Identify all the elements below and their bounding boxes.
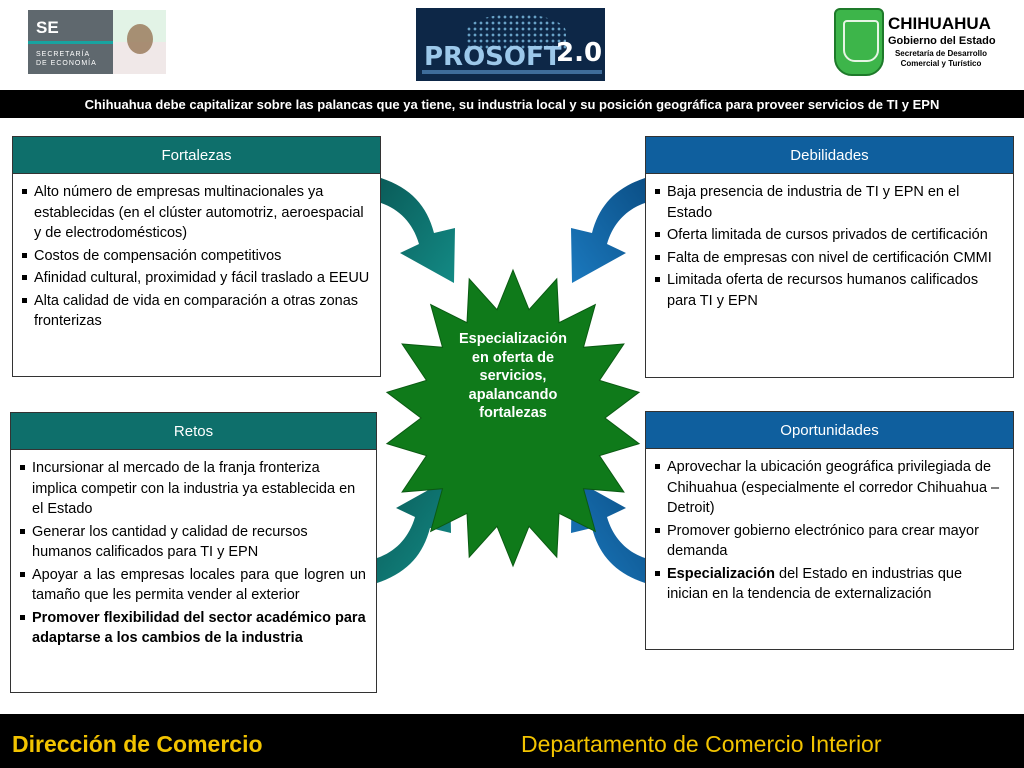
- fortalezas-list: Alto número de empresas multinacionales …: [13, 174, 380, 332]
- fortalezas-box: Fortalezas Alto número de empresas multi…: [12, 136, 381, 377]
- list-item: Promover flexibilidad del sector académi…: [19, 608, 366, 649]
- list-item: Limitada oferta de recursos humanos cali…: [654, 270, 1003, 311]
- chihuahua-shield-icon: [834, 8, 884, 76]
- debilidades-list: Baja presencia de industria de TI y EPN …: [646, 174, 1013, 311]
- list-item: Falta de empresas con nivel de certifica…: [654, 248, 1003, 269]
- chihuahua-logo-subtitle: Gobierno del Estado: [888, 35, 996, 47]
- oportunidades-box: Oportunidades Aprovechar la ubicación ge…: [645, 411, 1014, 650]
- globe-dots-icon: [466, 14, 566, 50]
- prosoft-logo-version: 2.0: [556, 38, 603, 68]
- list-item: Generar los cantidad y calidad de recurs…: [19, 522, 366, 563]
- se-logo-title: SE: [36, 18, 59, 37]
- oportunidades-list: Aprovechar la ubicación geográfica privi…: [646, 449, 1013, 605]
- list-item: Incursionar al mercado de la franja fron…: [19, 458, 366, 520]
- prosoft-logo-word: PROSOFT: [424, 42, 562, 72]
- footer-bar: [0, 714, 1024, 768]
- arrow-bottom-right-icon: [571, 478, 645, 583]
- prosoft-tagline-bar: [422, 70, 602, 74]
- oportunidades-header: Oportunidades: [646, 412, 1013, 449]
- arrow-top-left-icon: [381, 178, 455, 283]
- debilidades-header: Debilidades: [646, 137, 1013, 174]
- bold-term: Especialización: [667, 565, 775, 582]
- debilidades-box: Debilidades Baja presencia de industria …: [645, 136, 1014, 378]
- mexico-flag-icon: [113, 10, 166, 74]
- center-starburst: [385, 268, 641, 568]
- fortalezas-header: Fortalezas: [13, 137, 380, 174]
- slide-title-banner: Chihuahua debe capitalizar sobre las pal…: [0, 90, 1024, 118]
- list-item: Aprovechar la ubicación geográfica privi…: [654, 457, 1003, 519]
- list-item: Afinidad cultural, proximidad y fácil tr…: [21, 268, 370, 289]
- list-item: Alta calidad de vida en comparación a ot…: [21, 291, 370, 332]
- retos-list: Incursionar al mercado de la franja fron…: [11, 450, 376, 649]
- arrow-bottom-left-icon: [377, 478, 451, 583]
- chihuahua-logo-department: Secretaría de Desarrollo Comercial y Tur…: [894, 49, 988, 68]
- eagle-emblem-icon: [127, 24, 153, 54]
- retos-header: Retos: [11, 413, 376, 450]
- list-item: Promover gobierno electrónico para crear…: [654, 521, 1003, 562]
- prosoft-logo: PROSOFT 2.0: [416, 8, 605, 81]
- chihuahua-government-logo: CHIHUAHUA Gobierno del Estado Secretaría…: [832, 8, 1000, 76]
- se-logo-subtitle: SECRETARÍA DE ECONOMÍA: [36, 51, 97, 67]
- item-text: del Estado en industrias que inician en …: [667, 565, 963, 603]
- footer-right-label: Departamento de Comercio Interior: [521, 731, 882, 757]
- list-item: Costos de compensación competitivos: [21, 246, 370, 267]
- list-item: Alto número de empresas multinacionales …: [21, 182, 370, 244]
- list-item: Oferta limitada de cursos privados de ce…: [654, 225, 1003, 246]
- secretaria-economia-logo: SE SECRETARÍA DE ECONOMÍA: [28, 10, 166, 74]
- footer-left-label: Dirección de Comercio: [12, 731, 263, 757]
- arrow-top-right-icon: [571, 178, 645, 283]
- list-item: Especialización del Estado en industrias…: [654, 564, 1003, 605]
- chihuahua-logo-title: CHIHUAHUA: [888, 14, 991, 33]
- center-starburst-text: Especialización en oferta de servicios, …: [459, 331, 567, 421]
- retos-box: Retos Incursionar al mercado de la franj…: [10, 412, 377, 693]
- list-item: Baja presencia de industria de TI y EPN …: [654, 182, 1003, 223]
- list-item: Apoyar a las empresas locales para que l…: [19, 565, 366, 606]
